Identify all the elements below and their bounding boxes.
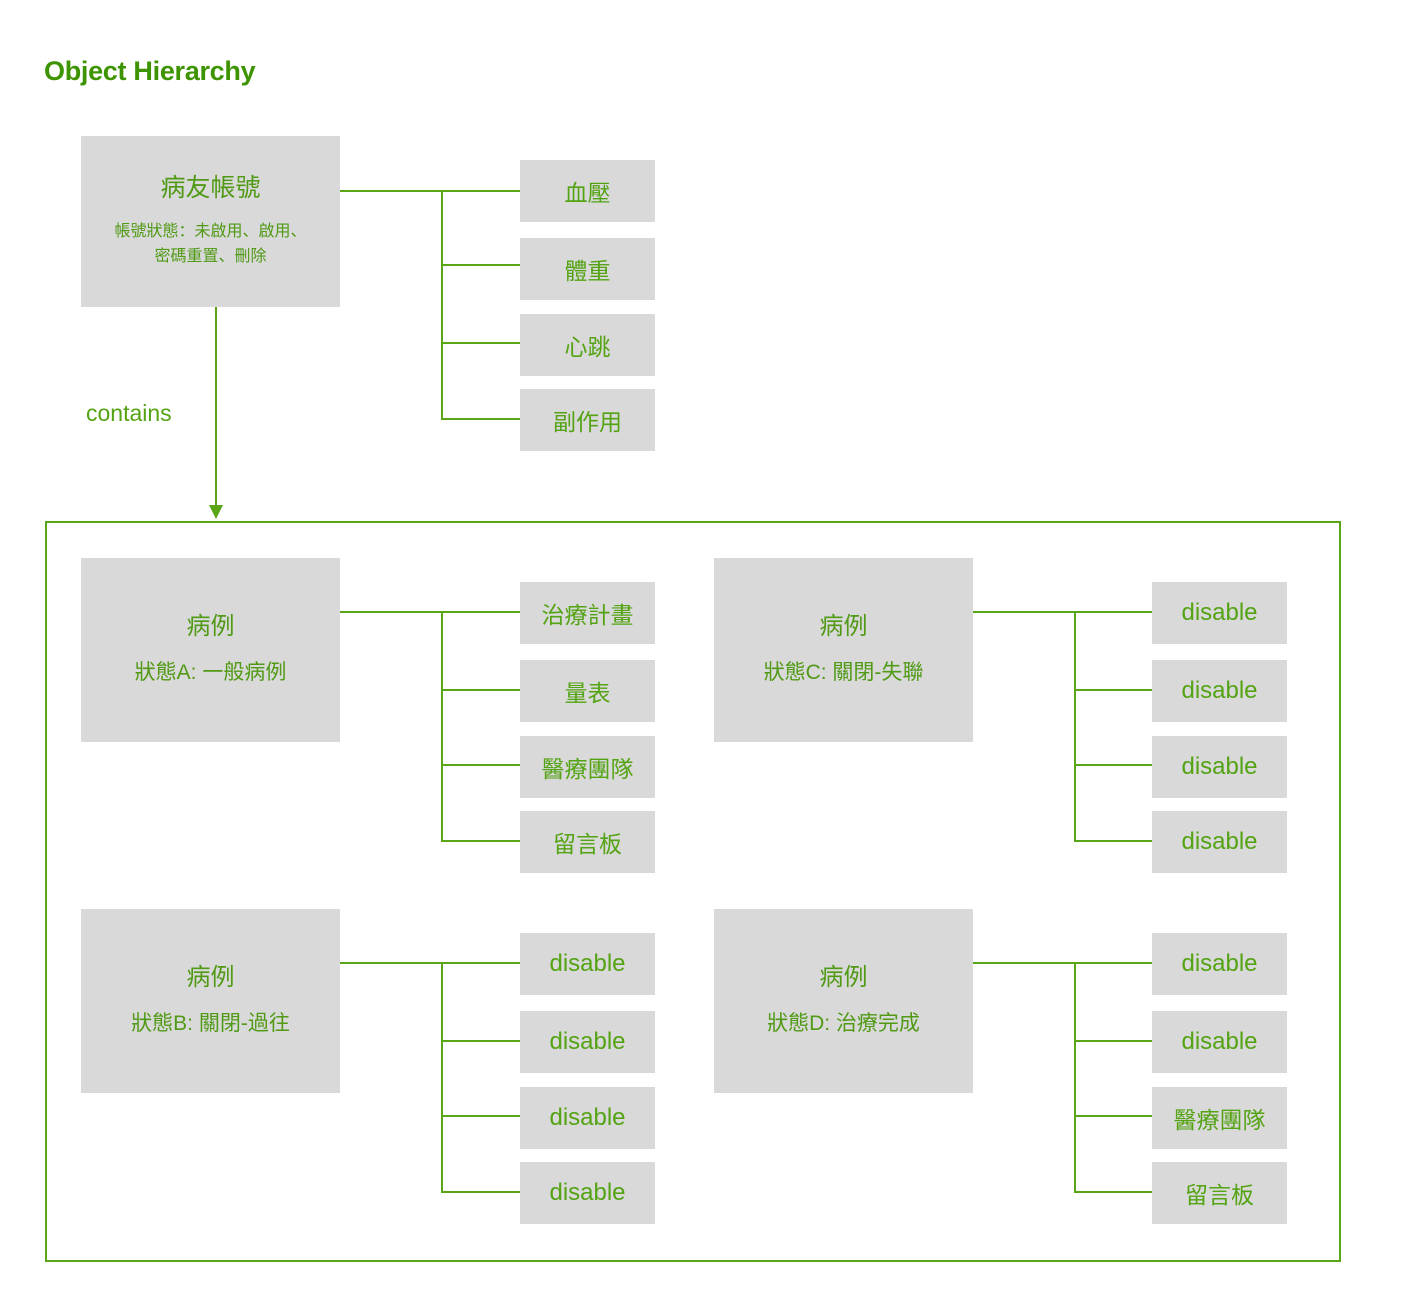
- leaf-label: 留言板: [1185, 1182, 1254, 1208]
- case-b-leaf-4[interactable]: disable: [520, 1162, 655, 1224]
- case-d-connector-stub-2: [1074, 1040, 1153, 1042]
- leaf-label: disable: [549, 1179, 626, 1206]
- leaf-label: 心跳: [564, 334, 611, 360]
- case-b-leaf-1[interactable]: disable: [520, 933, 655, 995]
- case-b-connector-stub-4: [441, 1191, 520, 1193]
- leaf-label: 醫療團隊: [541, 756, 634, 782]
- case-node-state-b[interactable]: 病例 狀態B: 關閉-過往: [81, 909, 340, 1093]
- case-b-connector-parent-stub: [340, 962, 520, 964]
- case-a-leaf-medical-team[interactable]: 醫療團隊: [520, 736, 655, 798]
- case-node-title: 病例: [819, 613, 868, 641]
- case-node-state: 狀態A: 一般病例: [134, 661, 287, 685]
- case-a-connector-parent-stub: [340, 611, 520, 613]
- case-d-connector-trunk: [1074, 962, 1076, 1191]
- leaf-label: disable: [1181, 677, 1258, 704]
- case-a-leaf-treatment-plan[interactable]: 治療計畫: [520, 582, 655, 644]
- leaf-label: disable: [1181, 1028, 1258, 1055]
- case-node-state-d[interactable]: 病例 狀態D: 治療完成: [714, 909, 973, 1093]
- contains-label: contains: [86, 400, 172, 426]
- leaf-label: 醫療團隊: [1173, 1107, 1266, 1133]
- root-connector-stub-2: [441, 264, 520, 266]
- case-b-leaf-3[interactable]: disable: [520, 1087, 655, 1149]
- root-node-subtitle-line2: 密碼重置、刪除: [154, 248, 267, 266]
- case-a-leaf-scale[interactable]: 量表: [520, 660, 655, 722]
- case-a-connector-stub-4: [441, 840, 520, 842]
- case-a-connector-stub-3: [441, 764, 520, 766]
- leaf-label: 治療計畫: [541, 602, 634, 628]
- leaf-blood-pressure[interactable]: 血壓: [520, 160, 655, 222]
- case-node-state: 狀態D: 治療完成: [767, 1012, 920, 1036]
- case-d-leaf-2[interactable]: disable: [1152, 1011, 1287, 1073]
- case-d-connector-stub-3: [1074, 1115, 1153, 1117]
- case-b-connector-trunk: [441, 962, 443, 1191]
- root-connector-stub-1: [441, 190, 520, 192]
- case-b-leaf-2[interactable]: disable: [520, 1011, 655, 1073]
- case-c-connector-stub-3: [1074, 764, 1153, 766]
- leaf-label: 量表: [564, 680, 611, 706]
- case-c-connector-stub-4: [1074, 840, 1153, 842]
- root-connector-stub-3: [441, 342, 520, 344]
- case-d-leaf-message-board[interactable]: 留言板: [1152, 1162, 1287, 1224]
- root-node-title: 病友帳號: [160, 174, 261, 203]
- leaf-label: disable: [1181, 828, 1258, 855]
- leaf-label: disable: [549, 950, 626, 977]
- case-b-connector-stub-2: [441, 1040, 520, 1042]
- case-a-connector-trunk: [441, 611, 443, 840]
- leaf-label: 留言板: [553, 831, 622, 857]
- case-node-state-a[interactable]: 病例 狀態A: 一般病例: [81, 558, 340, 742]
- case-a-connector-stub-2: [441, 689, 520, 691]
- case-d-connector-parent-stub: [973, 962, 1153, 964]
- root-node-subtitle: 帳號狀態：未啟用、啟用、 密碼重置、刪除: [114, 219, 306, 270]
- leaf-label: disable: [549, 1104, 626, 1131]
- case-c-leaf-3[interactable]: disable: [1152, 736, 1287, 798]
- root-node-subtitle-line1: 帳號狀態：未啟用、啟用、: [114, 222, 307, 240]
- case-c-leaf-4[interactable]: disable: [1152, 811, 1287, 873]
- leaf-weight[interactable]: 體重: [520, 238, 655, 300]
- case-c-leaf-1[interactable]: disable: [1152, 582, 1287, 644]
- page-title: Object Hierarchy: [44, 56, 256, 86]
- case-node-title: 病例: [186, 613, 235, 641]
- case-d-connector-stub-4: [1074, 1191, 1153, 1193]
- case-a-leaf-message-board[interactable]: 留言板: [520, 811, 655, 873]
- case-a-connector-stub-1: [441, 611, 520, 613]
- case-d-leaf-medical-team[interactable]: 醫療團隊: [1152, 1087, 1287, 1149]
- leaf-label: disable: [1181, 599, 1258, 626]
- case-d-connector-stub-1: [1074, 962, 1153, 964]
- case-c-connector-trunk: [1074, 611, 1076, 840]
- contains-arrow-line: [215, 307, 217, 507]
- case-node-state: 狀態C: 關閉-失聯: [763, 661, 924, 685]
- leaf-side-effects[interactable]: 副作用: [520, 389, 655, 451]
- case-c-connector-parent-stub: [973, 611, 1153, 613]
- case-c-connector-stub-2: [1074, 689, 1153, 691]
- leaf-heart-rate[interactable]: 心跳: [520, 314, 655, 376]
- leaf-label: 副作用: [553, 409, 622, 435]
- leaf-label: disable: [1181, 950, 1258, 977]
- case-d-leaf-1[interactable]: disable: [1152, 933, 1287, 995]
- case-b-connector-stub-1: [441, 962, 520, 964]
- case-container: [45, 521, 1341, 1262]
- case-node-title: 病例: [186, 964, 235, 992]
- root-connector-trunk: [441, 190, 443, 418]
- case-node-state: 狀態B: 關閉-過往: [131, 1012, 290, 1036]
- leaf-label: 血壓: [564, 180, 611, 206]
- contains-arrow-head: [209, 505, 223, 519]
- leaf-label: 體重: [564, 258, 611, 284]
- case-c-connector-stub-1: [1074, 611, 1153, 613]
- root-node-patient-account[interactable]: 病友帳號 帳號狀態：未啟用、啟用、 密碼重置、刪除: [81, 136, 340, 307]
- leaf-label: disable: [549, 1028, 626, 1055]
- case-node-title: 病例: [819, 964, 868, 992]
- root-connector-parent-stub: [340, 190, 520, 192]
- case-b-connector-stub-3: [441, 1115, 520, 1117]
- case-c-leaf-2[interactable]: disable: [1152, 660, 1287, 722]
- case-node-state-c[interactable]: 病例 狀態C: 關閉-失聯: [714, 558, 973, 742]
- root-connector-stub-4: [441, 418, 520, 420]
- leaf-label: disable: [1181, 753, 1258, 780]
